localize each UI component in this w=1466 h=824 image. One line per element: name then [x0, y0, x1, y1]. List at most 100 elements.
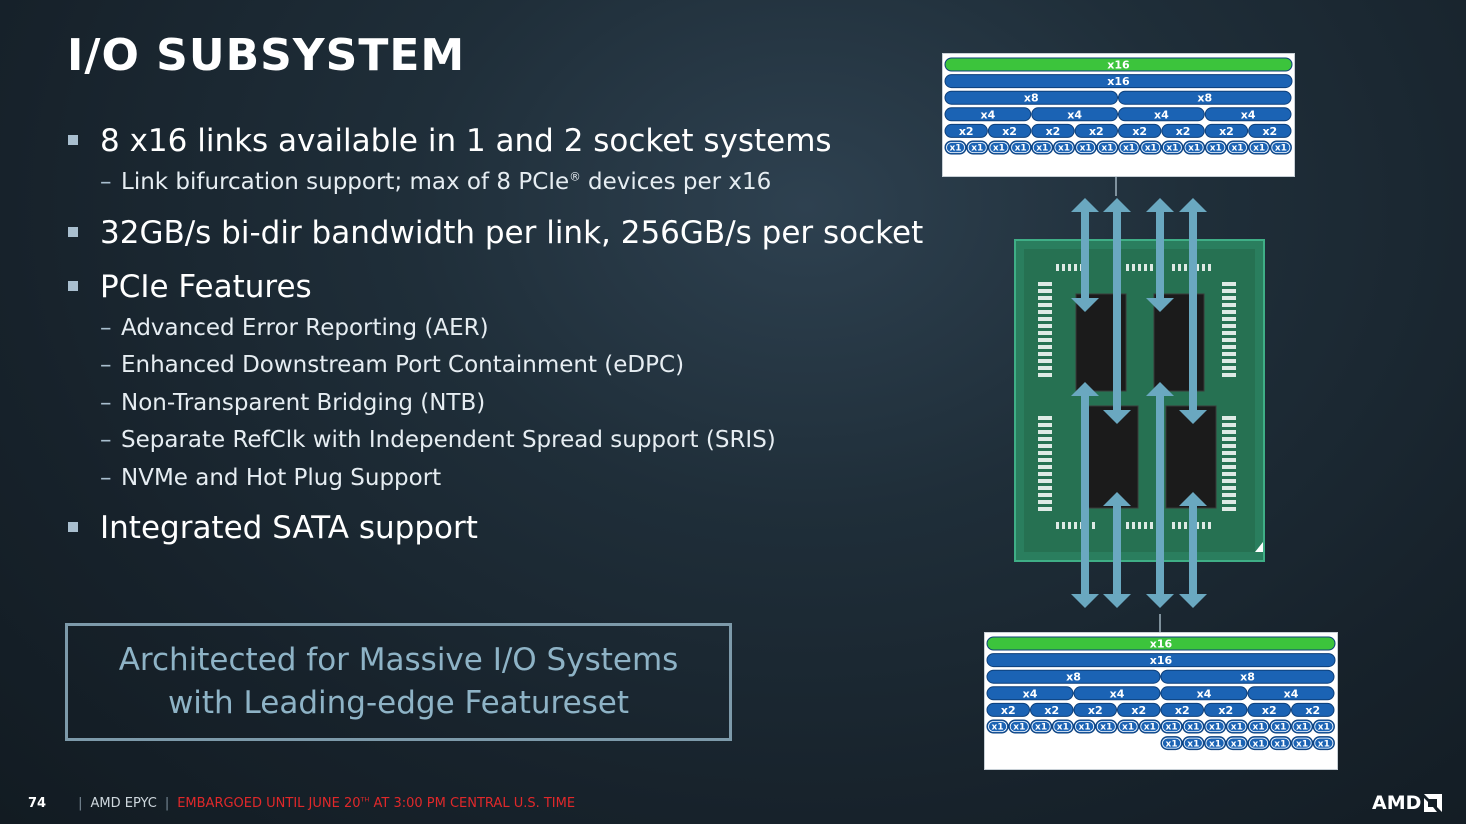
lane-x1-label: x1 [992, 723, 1004, 733]
page-number: 74 [28, 796, 47, 811]
lane-x2: x2 [1291, 702, 1335, 717]
lane-x1: x1 [1118, 140, 1141, 155]
lane-x1: x1 [1160, 719, 1183, 734]
lane-x1-label: x1 [1080, 144, 1092, 154]
contact-pad [1222, 493, 1236, 497]
contact-pad [1074, 264, 1077, 271]
slide-title: I/O SUBSYSTEM [67, 30, 466, 81]
lane-x8-label: x8 [1024, 92, 1039, 105]
lane-x1-label: x1 [1275, 144, 1287, 154]
lane-x2-label: x2 [1218, 704, 1233, 717]
lane-x1: x1 [1117, 719, 1140, 734]
lane-x1-label: x1 [1015, 144, 1027, 154]
contact-pad [1038, 479, 1052, 483]
contact-pad [1222, 310, 1236, 314]
lane-x2-label: x2 [1088, 704, 1103, 717]
contact-pad [1138, 522, 1141, 529]
lane-x1-label: x1 [1318, 723, 1330, 733]
lane-x1-label: x1 [1296, 723, 1308, 733]
contact-pad [1222, 444, 1236, 448]
lane-x1-label: x1 [1231, 739, 1243, 749]
lane-x2: x2 [1117, 702, 1161, 717]
lane-x1-label: x1 [1187, 723, 1199, 733]
lane-x4: x4 [986, 686, 1074, 701]
lane-x1: x1 [966, 140, 989, 155]
sub-bullet-text: NVMe and Hot Plug Support [121, 464, 442, 491]
sub-bullet-text-end: devices per x16 [580, 169, 772, 195]
lane-x16: x16 [986, 653, 1336, 668]
contact-pad [1132, 522, 1135, 529]
dash-icon: – [100, 427, 112, 453]
lane-x1-label: x1 [1274, 739, 1286, 749]
lane-x1: x1 [1161, 140, 1184, 155]
lane-x2: x2 [1247, 702, 1291, 717]
lane-x1-label: x1 [1013, 723, 1025, 733]
lane-x4-label: x4 [1197, 687, 1212, 700]
lane-x2-label: x2 [1002, 125, 1017, 138]
lane-x2: x2 [1031, 123, 1075, 138]
arrow-top-1 [1071, 198, 1099, 312]
embargo-ordinal: TH [360, 795, 370, 804]
bullet-text: Integrated SATA support [100, 510, 478, 546]
lane-x8: x8 [1118, 90, 1292, 105]
bullet-square-icon [68, 135, 78, 145]
contact-pad [1068, 264, 1071, 271]
lane-x1-label: x1 [1122, 723, 1134, 733]
footer: 74|AMD EPYC|EMBARGOED UNTIL JUNE 20TH AT… [28, 796, 575, 811]
lane-x2-label: x2 [959, 125, 974, 138]
contact-pad [1150, 264, 1153, 271]
arrow-bottom-3 [1146, 382, 1174, 608]
contact-pad [1038, 331, 1052, 335]
lane-x4: x4 [1031, 107, 1118, 122]
lane-x1-label: x1 [1101, 144, 1113, 154]
embargo-notice: EMBARGOED UNTIL JUNE 20TH AT 3:00 PM CEN… [177, 796, 575, 811]
lane-x4: x4 [1118, 107, 1205, 122]
contact-pad [1208, 522, 1211, 529]
contact-pad [1222, 338, 1236, 342]
arrow-bottom-4 [1179, 492, 1207, 608]
bullet-pcie-features: PCIe Features [68, 264, 928, 310]
contact-pad [1074, 522, 1077, 529]
lane-x2-label: x2 [1262, 125, 1277, 138]
contact-pad [1222, 366, 1236, 370]
lane-x1: x1 [1204, 140, 1227, 155]
contact-pad [1038, 493, 1052, 497]
lane-x2: x2 [1204, 702, 1248, 717]
lane-x1-label: x1 [1253, 144, 1265, 154]
lane-x1-label: x1 [1057, 723, 1069, 733]
contact-pad [1056, 522, 1059, 529]
lane-x2: x2 [1204, 123, 1249, 138]
contact-pad [1196, 522, 1199, 529]
lane-x2-label: x2 [1262, 704, 1277, 717]
lane-x1: x1 [987, 140, 1010, 155]
contact-pad [1222, 282, 1236, 286]
lane-x1: x1 [1183, 140, 1206, 155]
dash-icon: – [100, 169, 112, 195]
bullet-bandwidth: 32GB/s bi-dir bandwidth per link, 256GB/… [68, 210, 928, 256]
lane-x1-label: x1 [1209, 739, 1221, 749]
bullet-text: 32GB/s bi-dir bandwidth per link, 256GB/… [100, 214, 924, 251]
lane-x16-green-label: x16 [1107, 58, 1130, 71]
lane-x1-label: x1 [1253, 723, 1265, 733]
lane-x1-label: x1 [1166, 739, 1178, 749]
processor-package [1014, 198, 1265, 608]
contact-pad [1222, 486, 1236, 490]
contact-pad [1062, 264, 1065, 271]
lane-x1: x1 [1095, 719, 1118, 734]
sub-bullet-text: Non-Transparent Bridging (NTB) [121, 389, 486, 416]
contact-pad [1038, 324, 1052, 328]
contact-pad [1038, 430, 1052, 434]
lane-x1: x1 [1226, 140, 1249, 155]
lane-x2: x2 [1073, 702, 1117, 717]
bullet-square-icon [68, 522, 78, 532]
contact-pad [1126, 264, 1129, 271]
lane-x2: x2 [1248, 123, 1292, 138]
package-inner [1024, 249, 1255, 552]
contact-pad [1056, 264, 1059, 271]
lane-x1-label: x1 [1318, 739, 1330, 749]
lane-x1: x1 [1182, 719, 1205, 734]
lane-x1-label: x1 [1187, 739, 1199, 749]
